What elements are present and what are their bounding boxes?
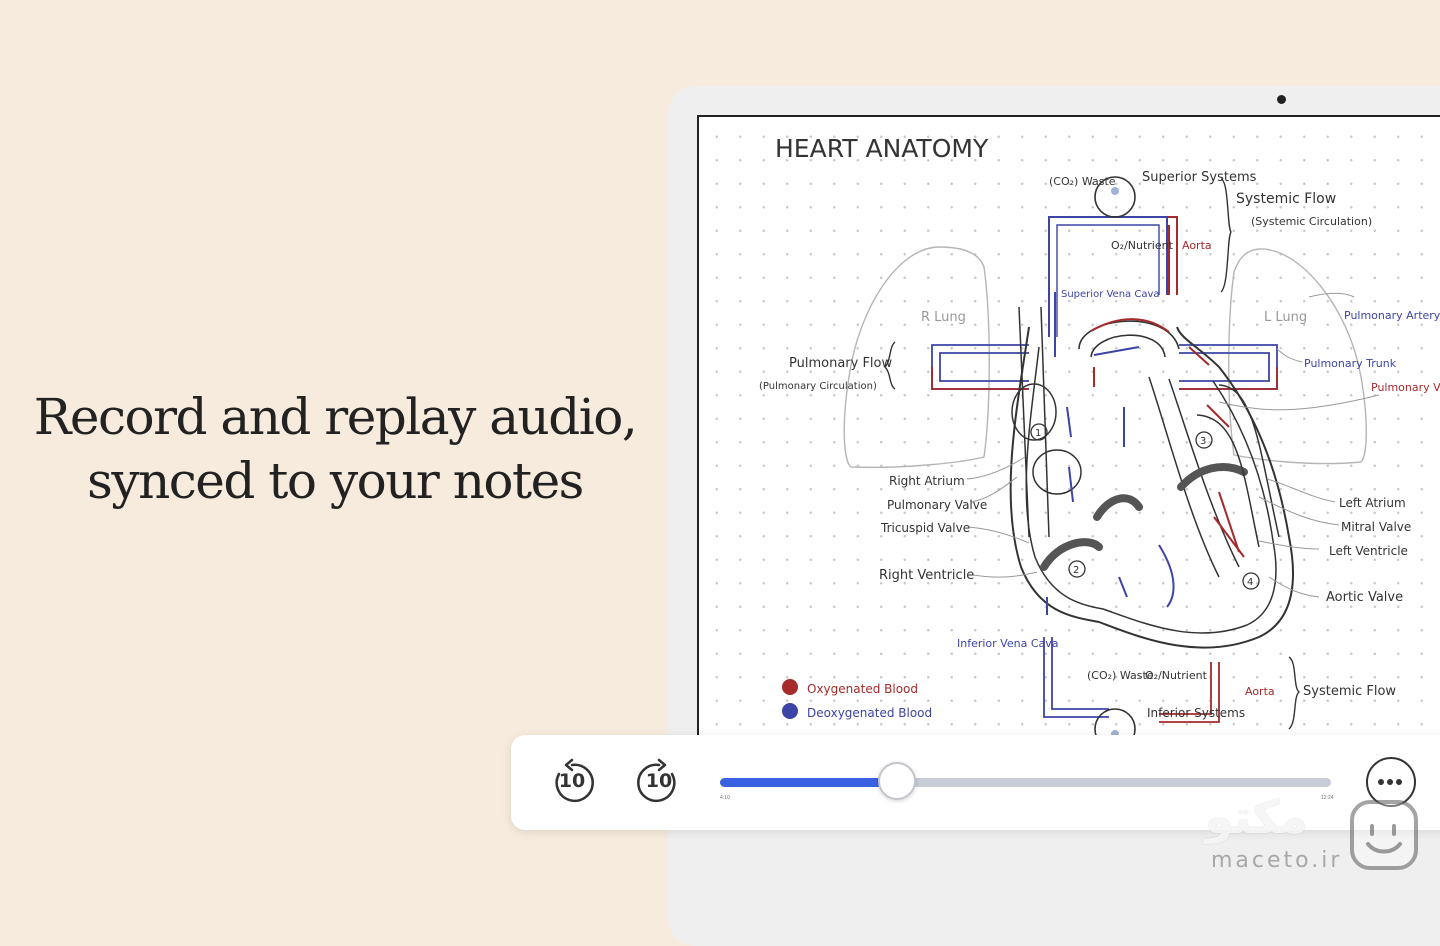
forward-10-icon [637,758,676,803]
label-o2-nutrient-top: O₂/Nutrient [1111,239,1174,252]
label-systemic-circulation: (Systemic Circulation) [1251,215,1372,228]
label-pulmonary-artery: Pulmonary Artery [1344,309,1440,322]
label-mitral-valve: Mitral Valve [1341,520,1411,534]
playback-progress-fill [720,778,898,787]
watermark-fa-text: مکتو [1205,790,1308,844]
label-aortic-valve: Aortic Valve [1326,590,1403,605]
aortic-arch [1078,320,1180,358]
time-total: 12:24 [1321,795,1334,801]
chamber-number-1: 1 [1035,428,1041,439]
aortic-arch-arrow [1090,318,1170,333]
heart-anatomy-drawing: 1 2 3 4 HEART ANATOMY (CO₂) Waste [759,134,1440,750]
right-atrium-chamber [1011,383,1057,441]
left-lung-outline [1228,248,1367,465]
chamber-numbers [1030,423,1260,590]
legend-deoxygenated-label: Deoxygenated Blood [807,706,932,720]
watermark-en-text: maceto.ir [1211,848,1343,873]
label-right-atrium: Right Atrium [889,474,965,488]
left-ventricle-wall [1196,384,1280,548]
ivc-vessel-blue [1043,637,1109,718]
aorta-vessel-red [1167,216,1178,295]
label-pulmonary-vein: Pulmonary Vein [1371,381,1440,394]
right-lung-outline [843,246,990,469]
chamber-number-2: 2 [1073,565,1079,576]
chamber-number-4: 4 [1247,577,1253,588]
label-pulmonary-trunk: Pulmonary Trunk [1304,357,1397,370]
superior-systems-dot [1111,187,1119,195]
label-systemic-flow-bottom: Systemic Flow [1303,684,1396,699]
pulmonary-vessel-left [931,344,1029,390]
more-dot-3 [1396,779,1402,785]
aorta-bottom-vessel [1159,662,1220,723]
blood-flow-arrows [1046,292,1245,615]
legend-oxygenated-dot [782,679,798,695]
scrubber-handle[interactable] [878,762,917,800]
label-pulmonary-flow: Pulmonary Flow [789,356,892,371]
skip-forward-seconds: 10 [645,770,673,792]
svc-tube [1018,306,1050,538]
leader-lines [966,292,1380,598]
more-options-button[interactable] [1366,757,1416,807]
label-right-ventricle: Right Ventricle [879,568,974,583]
audio-player: 10 10 4:10 12:24 [511,735,1440,830]
label-aorta-bottom: Aorta [1245,685,1275,698]
label-aorta-top: Aorta [1182,239,1212,252]
label-co2-waste-top: (CO₂) Waste [1049,175,1116,188]
superior-systems-circle [1094,176,1136,218]
headline-line-1: Record and replay audio, [33,388,638,446]
tricuspid-chamber [1032,449,1082,495]
systemic-bracket-top [1220,178,1232,293]
rewind-10-icon [555,758,594,803]
label-left-atrium: Left Atrium [1339,496,1406,510]
label-pulmonary-circulation: (Pulmonary Circulation) [759,381,877,392]
pulmonary-vessel-left-red [931,367,1029,390]
label-systemic-flow-top: Systemic Flow [1236,191,1336,207]
note-title: HEART ANATOMY [775,134,989,163]
label-superior-systems: Superior Systems [1142,170,1257,185]
label-r-lung: R Lung [921,310,966,325]
label-tricuspid-valve: Tricuspid Valve [880,521,970,535]
svc-vessel-blue [1048,216,1168,337]
note-canvas[interactable]: 1 2 3 4 HEART ANATOMY (CO₂) Waste [697,115,1440,757]
pulmonary-bracket [884,341,896,390]
time-elapsed: 4:10 [720,795,730,801]
label-inferior-vena-cava: Inferior Vena Cava [957,637,1059,650]
label-l-lung: L Lung [1264,310,1307,325]
chamber-number-3: 3 [1200,436,1206,447]
legend-oxygenated-label: Oxygenated Blood [807,682,918,696]
heart-inner-outline [1025,346,1277,634]
svc-vessel-blue-inner [1056,224,1160,337]
playback-scrubber[interactable] [720,778,1331,787]
headline-line-2: synced to your notes [87,452,584,510]
systemic-bracket-bottom [1288,656,1301,730]
watermark-logo-icon [1350,800,1418,870]
valve-dark-center [1093,494,1143,521]
more-horizontal-icon [1378,779,1384,785]
valve-dark-right [1177,463,1248,491]
label-left-ventricle: Left Ventricle [1329,544,1408,558]
more-dot-2 [1387,779,1393,785]
skip-back-button[interactable]: 10 [547,758,597,808]
label-o2-nutrient-bottom: O₂/Nutrient [1145,669,1208,682]
label-superior-vena-cava: Superior Vena Cava [1061,289,1160,300]
heart-outline [1009,326,1295,649]
label-inferior-systems: Inferior Systems [1147,706,1245,720]
skip-forward-button[interactable]: 10 [634,758,684,808]
skip-back-seconds: 10 [558,770,586,792]
valve-dark-left [1040,538,1103,571]
pulmonary-vessel-right-red [1179,367,1278,390]
headline: Record and replay audio, synced to your … [30,385,640,513]
watermark: مکتو maceto.ir [1205,790,1435,880]
legend-deoxygenated-dot [782,703,798,719]
label-co2-waste-bottom: (CO₂) Waste [1087,669,1154,682]
camera-dot [1277,95,1286,104]
label-pulmonary-valve: Pulmonary Valve [887,498,987,512]
